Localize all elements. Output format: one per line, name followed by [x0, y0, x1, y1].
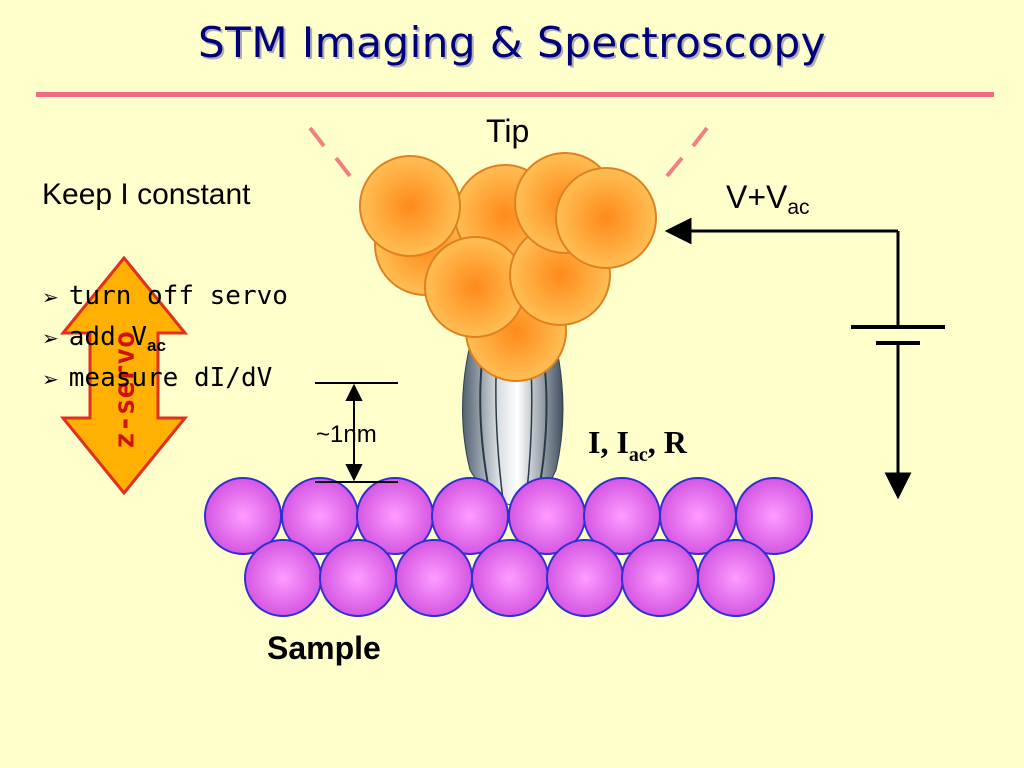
sample-atom	[546, 539, 624, 617]
sample-atoms	[204, 477, 813, 617]
keep-current-label: Keep I constant	[42, 178, 251, 211]
sample-atom	[319, 539, 397, 617]
bias-voltage-label: V+Vac	[726, 179, 810, 219]
tip-rays	[308, 126, 709, 178]
gap-label: ~1nm	[316, 421, 377, 448]
sample-atom	[244, 539, 322, 617]
sample-atom	[697, 539, 775, 617]
tip-atom	[424, 236, 526, 338]
tunneling-current-label: I, Iac, R	[588, 424, 687, 466]
slide-title: STM Imaging & Spectroscopy	[198, 18, 826, 67]
tip-atom	[359, 155, 461, 257]
list-item: ➢measure dI/dV	[42, 363, 273, 393]
sample-atom	[471, 539, 549, 617]
sample-atom	[621, 539, 699, 617]
list-item: ➢add Vac	[42, 322, 166, 355]
tip-atom	[555, 167, 657, 269]
tip-label: Tip	[486, 113, 530, 149]
sample-atom	[735, 477, 813, 555]
sample-atom	[395, 539, 473, 617]
gap-dimension	[315, 382, 398, 483]
bias-circuit	[664, 217, 945, 500]
list-item: ➢turn off servo	[42, 281, 288, 311]
arrow-bullet-icon: ➢	[42, 367, 59, 391]
procedure-list: ➢turn off servo ➢add Vac ➢measure dI/dV	[42, 282, 288, 405]
arrow-bullet-icon: ➢	[42, 326, 59, 350]
sample-label: Sample	[267, 630, 381, 666]
z-servo-arrow	[59, 255, 189, 496]
tip-atoms	[359, 152, 657, 382]
title-divider	[36, 92, 994, 97]
arrow-bullet-icon: ➢	[42, 285, 59, 309]
